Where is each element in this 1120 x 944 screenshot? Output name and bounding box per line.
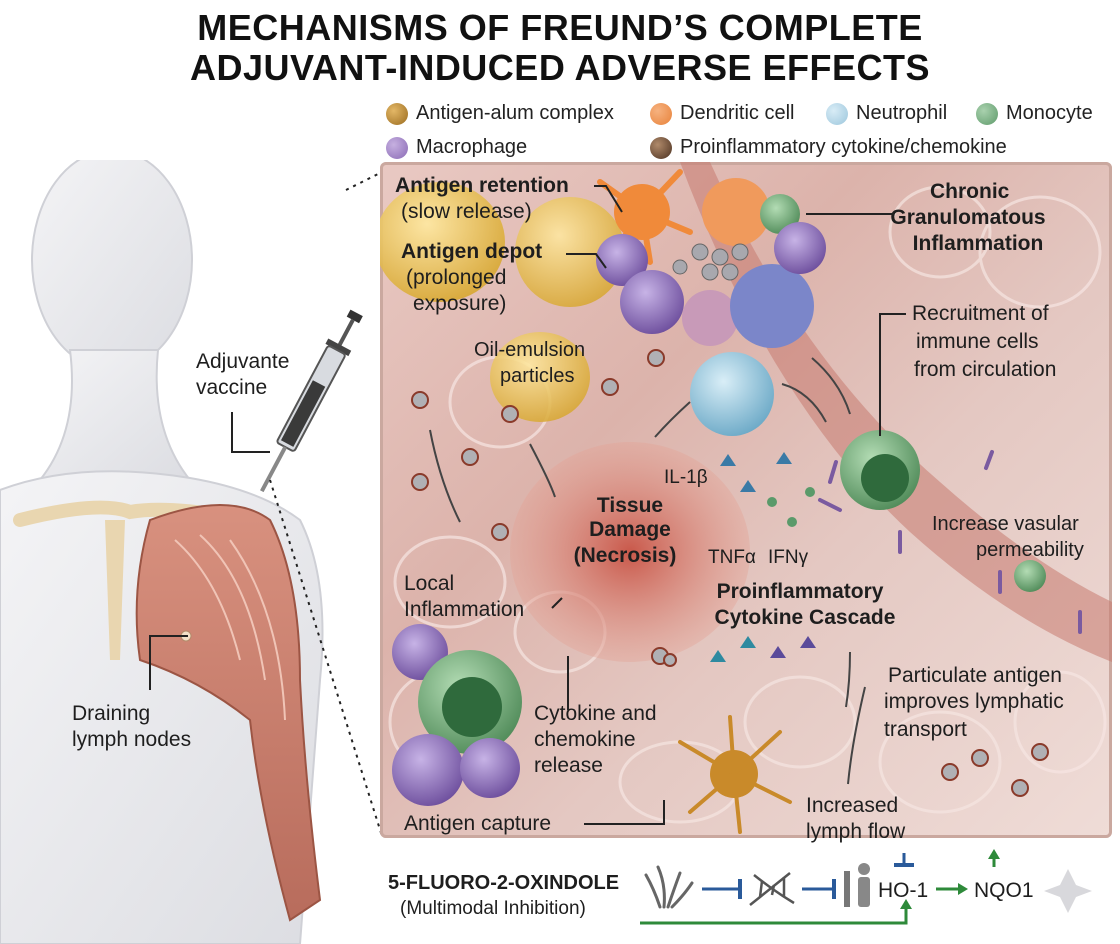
dendritic-cell-golden [678, 715, 792, 834]
label-vascular-1: Increase vasular [932, 513, 1079, 535]
macrophage [730, 264, 814, 348]
macrophage [774, 222, 826, 274]
label-particulate-1: Particulate antigen [888, 664, 1062, 687]
label-cytokine-3: release [534, 754, 603, 777]
label-lymph-flow-1: Increased [806, 794, 899, 817]
label-ifng: IFNγ [768, 547, 809, 568]
title-line-2: ADJUVANT-INDUCED ADVERSE EFFECTS [189, 47, 931, 88]
label-lymph-flow-2: lymph flow [806, 820, 906, 843]
label-antigen-capture: Antigen capture [404, 812, 552, 835]
label-necrosis: (Necrosis) [573, 544, 677, 567]
label-inflammation: Inflammation [912, 232, 1044, 255]
label-nqo1: NQO1 [974, 879, 1034, 902]
neutrophil-icon [826, 102, 848, 125]
coral-icon [644, 865, 694, 909]
monocyte-icon [976, 102, 998, 125]
label-tnfa: TNFα [708, 547, 756, 568]
antigen-alum-icon [386, 102, 408, 125]
tissue-panel [380, 162, 1112, 838]
necrosis-area [510, 442, 750, 662]
label-antigen-retention: Antigen retention [395, 174, 569, 197]
label-particulate-3: transport [884, 718, 967, 741]
macrophage-icon [386, 136, 408, 159]
label-oil-emulsion-1: Oil-emulsion [474, 339, 586, 361]
label-inhibitor-name: 5-FLUORO-2-OXINDOLE [388, 872, 620, 894]
label-depot-sub1: (prolonged [406, 266, 507, 289]
deltoid-muscle [135, 504, 322, 922]
macrophage [620, 270, 684, 334]
label-granulomatous: Granulomatous [890, 206, 1046, 229]
oil-droplet [515, 197, 625, 307]
monocyte [1014, 560, 1046, 592]
legend-label: Proinflammatory cytokine/chemokine [680, 136, 1007, 158]
label-particulate-2: improves lymphatic [884, 690, 1064, 713]
label-local-inflammation: Inflammation [404, 598, 525, 621]
human-body-illustration [0, 160, 324, 944]
label-lymph-line2: lymph nodes [72, 728, 192, 751]
vaccine-person-icon [844, 863, 870, 907]
figure-title: MECHANISMS OF FREUND’S COMPLETE ADJUVANT… [0, 8, 1120, 88]
label-recruitment-1: Recruitment of [912, 302, 1049, 325]
label-cascade-2: Cytokine Cascade [714, 606, 896, 629]
sternum [105, 520, 125, 660]
antigen-cluster [672, 243, 749, 281]
antigen-complexes [411, 349, 1049, 797]
dendritic-cell [702, 178, 770, 246]
blood-vessel [680, 162, 1112, 662]
macrophage [596, 234, 648, 286]
label-vaccine-line2: vaccine [196, 376, 268, 399]
inhibition-pathway [640, 849, 1092, 925]
label-il1b: IL-1β [664, 467, 708, 488]
label-cascade-1: Proinflammatory [716, 580, 884, 603]
label-oil-emulsion-2: particles [500, 365, 575, 387]
flow-arrows [429, 357, 866, 785]
syringe-icon [260, 309, 363, 493]
legend-item-monocyte: Monocyte [976, 102, 1093, 125]
inhibitor-bar: 5-FLUORO-2-OXINDOLE (Multimodal Inhibiti… [380, 845, 1112, 940]
label-lymph-line1: Draining [72, 702, 151, 725]
macrophage [392, 734, 464, 806]
label-inhibitor-sub: (Multimodal Inhibition) [400, 898, 586, 919]
label-chronic: Chronic [930, 180, 1010, 203]
label-antigen-depot: Antigen depot [401, 240, 543, 263]
cytokine-icon [650, 136, 672, 159]
tissue-illustration [380, 162, 1112, 834]
label-local: Local [404, 572, 455, 595]
dendritic-cell-icon [650, 102, 672, 125]
label-recruitment-2: immune cells [916, 330, 1039, 353]
label-cytokine-1: Cytokine and [534, 702, 657, 725]
dna-icon [749, 872, 795, 906]
receptors [818, 450, 1082, 634]
neutrophil [690, 352, 774, 436]
macrophage [682, 290, 738, 346]
legend-item-antigen-alum: Antigen-alum complex [386, 102, 614, 125]
legend-item-neutrophil: Neutrophil [826, 102, 947, 125]
legend-item-cytokine: Proinflammatory cytokine/chemokine [650, 136, 1007, 159]
legend-label: Dendritic cell [680, 102, 795, 124]
label-vascular-2: permeability [976, 539, 1084, 561]
label-recruitment-3: from circulation [914, 358, 1057, 381]
oil-droplet [490, 332, 590, 422]
label-ho1: HO-1 [878, 879, 929, 902]
legend-label: Antigen-alum complex [416, 102, 614, 124]
label-cytokine-2: chemokine [534, 728, 636, 751]
sparkle-icon [1044, 869, 1092, 913]
label-damage: Damage [589, 518, 671, 541]
oil-droplet [380, 182, 505, 302]
label-depot-sub2: exposure) [413, 292, 507, 315]
macrophage [460, 738, 520, 798]
cytokines [710, 452, 816, 662]
legend-item-macrophage: Macrophage [386, 136, 527, 159]
title-line-1: MECHANISMS OF FREUND’S COMPLETE [197, 7, 923, 48]
label-slow-release: (slow release) [401, 200, 532, 223]
legend-label: Monocyte [1006, 102, 1093, 124]
label-tissue: Tissue [596, 494, 664, 517]
legend-label: Neutrophil [856, 102, 948, 124]
legend-item-dendritic-cell: Dendritic cell [650, 102, 794, 125]
legend-label: Macrophage [416, 136, 528, 158]
activation-feedback-line [640, 905, 908, 925]
label-vaccine-line1: Adjuvante [196, 350, 290, 373]
